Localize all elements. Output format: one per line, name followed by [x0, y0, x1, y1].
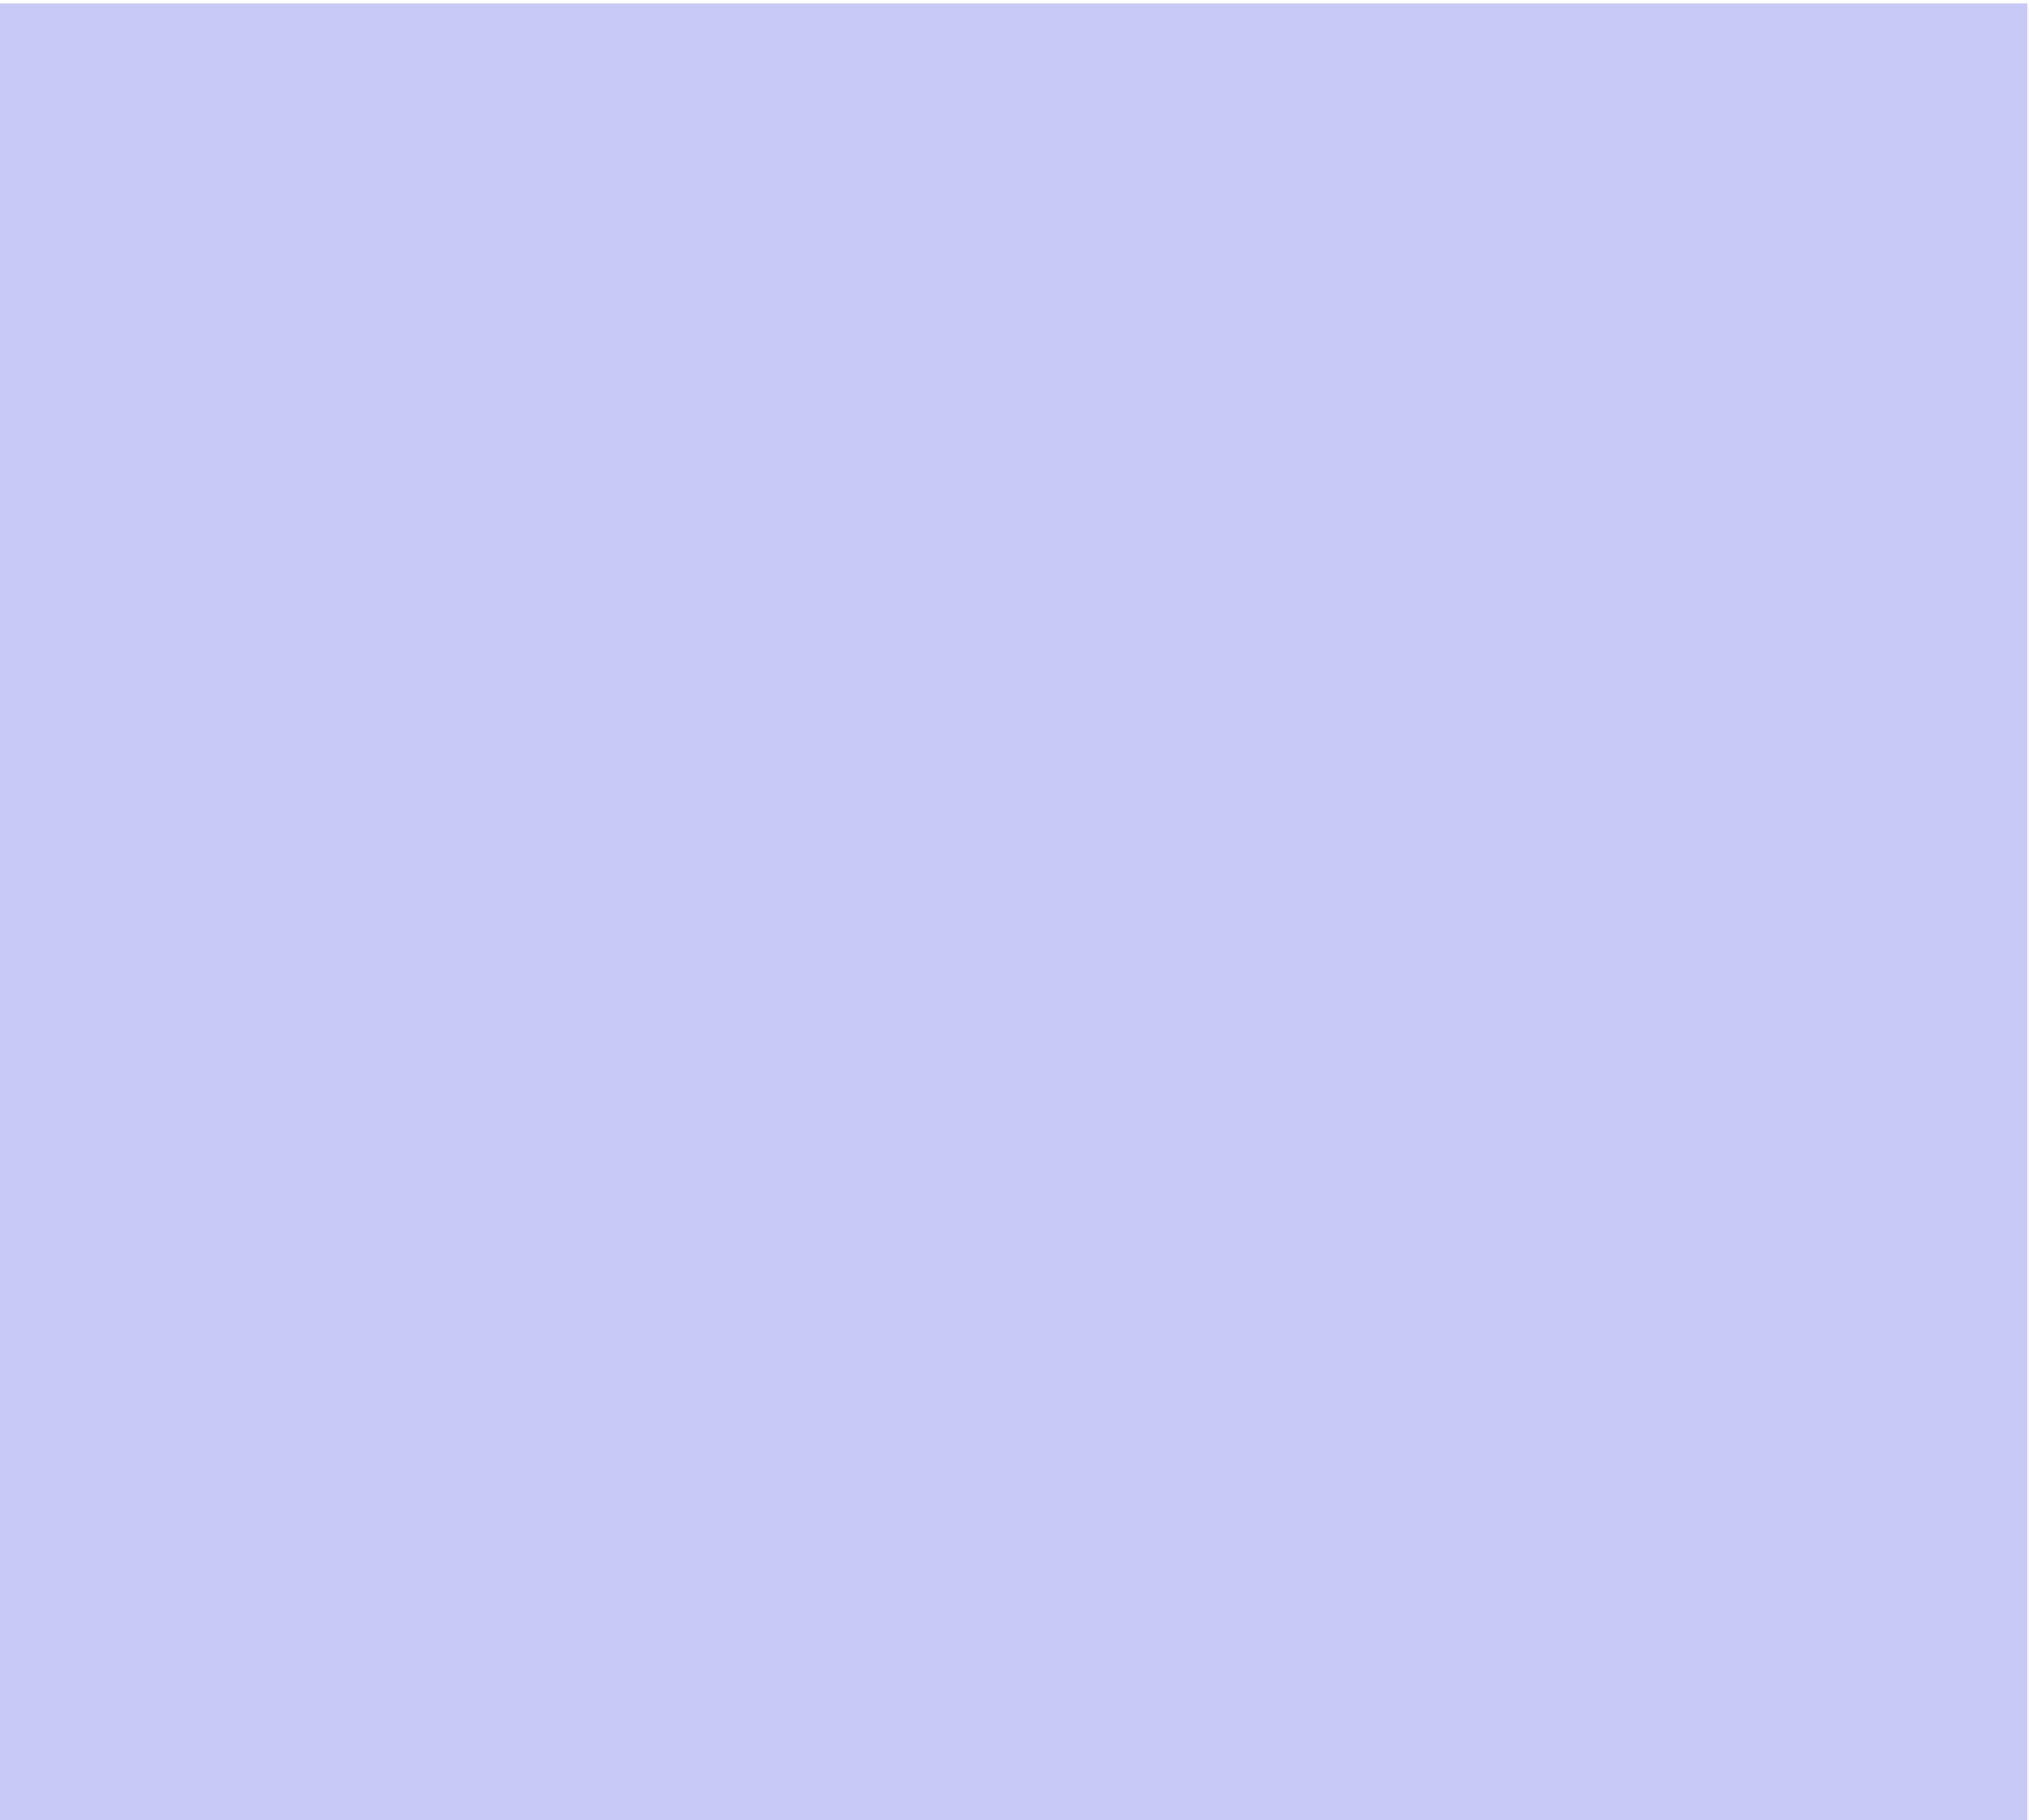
diagram-background: [0, 3, 2027, 1820]
